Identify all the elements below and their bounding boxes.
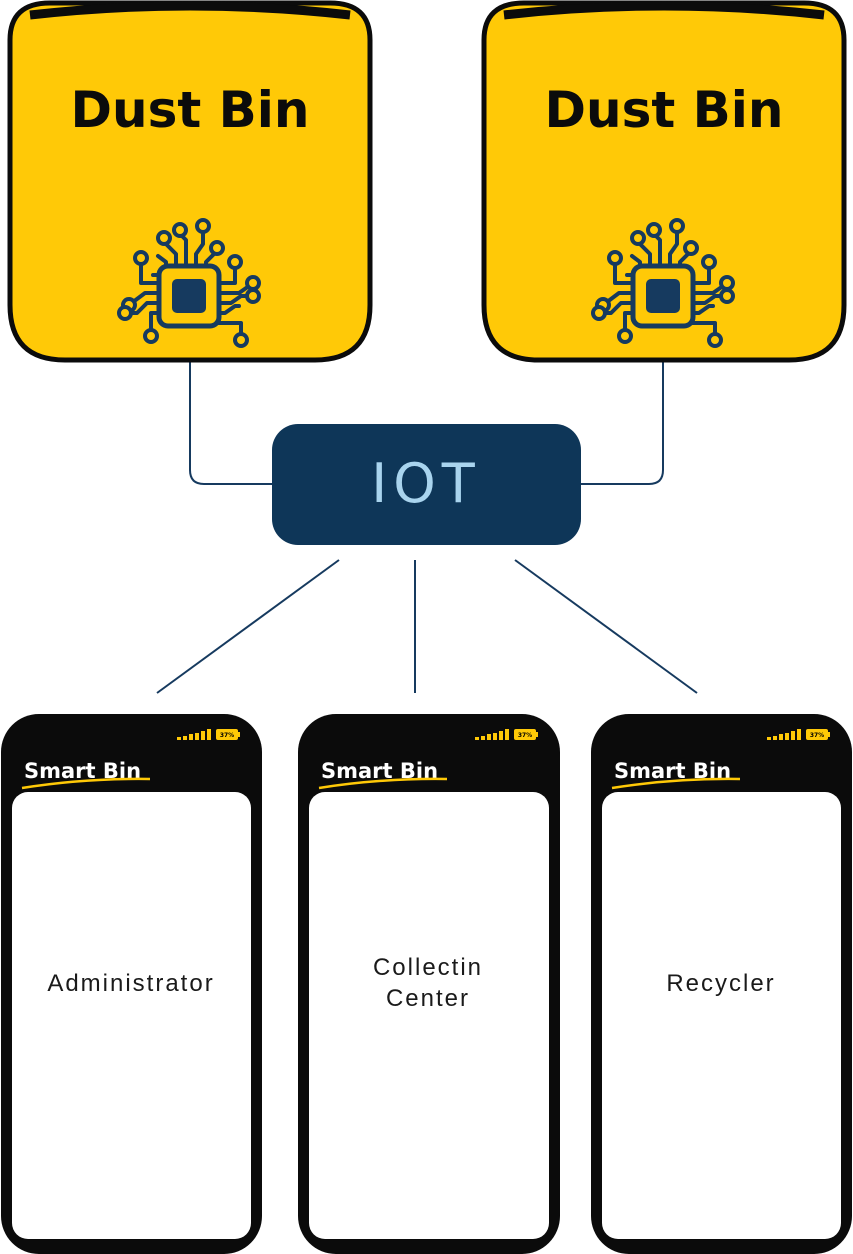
dust-bin-1: Dust Bin xyxy=(7,0,373,363)
dust-bin-2-title: Dust Bin xyxy=(544,81,783,139)
connector-iot-to-recycler xyxy=(514,559,698,694)
dust-bin-body xyxy=(7,0,373,363)
connector-bin-1-to-iot xyxy=(189,362,272,485)
battery-icon: 37% xyxy=(216,729,240,740)
battery-percent: 37% xyxy=(220,732,234,739)
battery-icon: 37% xyxy=(514,729,538,740)
battery-percent: 37% xyxy=(810,732,824,739)
dust-bin-2: Dust Bin xyxy=(481,0,847,363)
logo-swoosh xyxy=(21,777,151,790)
role-label-line-1: Recycler xyxy=(666,970,775,997)
phone-administrator: 37% Smart Bin Administrator xyxy=(1,714,262,1254)
phone-screen xyxy=(602,792,841,1239)
iot-hub-label: IOT xyxy=(371,452,480,515)
iot-hub: IOT xyxy=(272,424,581,545)
logo-swoosh xyxy=(318,777,448,790)
logo-swoosh xyxy=(611,777,741,790)
phone-screen xyxy=(12,792,251,1239)
battery-icon: 37% xyxy=(806,729,830,740)
role-label-line-1: Collectin xyxy=(373,954,483,981)
role-label-line-2: Center xyxy=(386,985,470,1012)
battery-percent: 37% xyxy=(518,732,532,739)
role-label-line-1: Administrator xyxy=(47,970,214,997)
connector-bin-2-to-iot xyxy=(581,362,664,485)
phone-screen xyxy=(309,792,549,1239)
connector-iot-to-administrator xyxy=(156,559,340,694)
dust-bin-body xyxy=(481,0,847,363)
phone-collection-center: 37% Smart Bin Collectin Center xyxy=(298,714,560,1254)
dust-bin-1-title: Dust Bin xyxy=(70,81,309,139)
phone-recycler: 37% Smart Bin Recycler xyxy=(591,714,852,1254)
